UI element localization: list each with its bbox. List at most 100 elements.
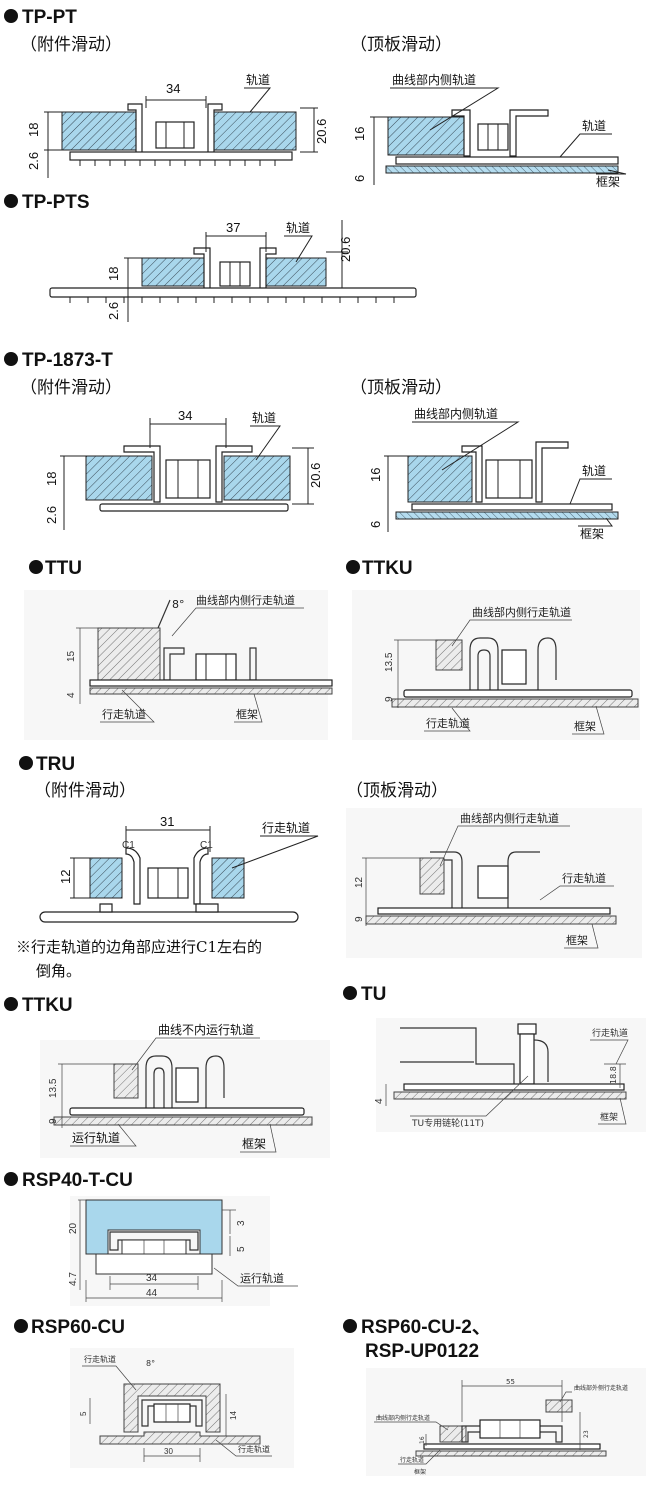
dim-4: 4 (374, 1098, 385, 1104)
dim-34: 34 (166, 81, 180, 96)
frame-label: 框架 (596, 175, 620, 189)
frame-label: 框架 (242, 1137, 266, 1151)
dim-16: 16 (368, 468, 383, 482)
bullet-icon (343, 986, 357, 1000)
chamfer-note-line1: ※行走轨道的边角部应进行C1左右的 (16, 938, 262, 956)
section-title: TTKU (22, 995, 73, 1016)
dim-34: 34 (178, 408, 192, 423)
bullet-icon (4, 1172, 18, 1186)
tru-right-diagram: 曲线部内侧行走轨道 12 9 行走轨道 框架 (346, 808, 642, 958)
bullet-icon (19, 756, 33, 770)
bullet-icon (29, 560, 43, 574)
dim-31: 31 (160, 814, 174, 829)
tp-1873-left-diagram: 34 18 2.6 20.6 轨道 (44, 408, 323, 530)
tp-pt-right-diagram: 16 6 曲线部内侧轨道 轨道 框架 (352, 72, 627, 189)
rail-label: 轨道 (286, 221, 310, 235)
run-rail-label: 行走轨道 (262, 821, 310, 835)
run-rail-label: 行走轨道 (592, 1027, 628, 1039)
dim-3: 3 (236, 1220, 247, 1226)
ttu-diagram: 8° 曲线部内侧行走轨道 15 4 行走轨道 框架 (24, 590, 333, 740)
bullet-icon (4, 194, 18, 208)
bullet-icon (4, 997, 18, 1011)
run-rail-label: 行走轨道 (400, 1456, 424, 1464)
dim-20-6: 20.6 (314, 119, 329, 144)
tp-1873-right-diagram: 16 6 曲线部内侧轨道 轨道 框架 (368, 406, 619, 541)
run-rail-label: 行走轨道 (102, 707, 146, 721)
ttku2-diagram: 曲线不内运行轨道 13.5 9 运行轨道 框架 (40, 1023, 330, 1158)
section-title: TP-1873-T (22, 350, 113, 371)
angle-label: 8° (146, 1359, 155, 1368)
dim-16: 16 (419, 1436, 426, 1444)
inner-run-rail-label: 曲线部内侧行走轨道 (460, 811, 559, 825)
section-title: TU (361, 984, 386, 1005)
section-title: TTU (45, 558, 82, 579)
tu-diagram: 行走轨道 18.8 4 TU专用链轮(11T) 框架 (374, 1018, 646, 1132)
inner-rail-label: 曲线部内侧轨道 (414, 406, 498, 421)
dim-18: 18 (106, 267, 121, 281)
inner-run-rail-label: 曲线不内运行轨道 (158, 1023, 254, 1037)
dim-2-6: 2.6 (44, 506, 59, 524)
sprocket-label: TU专用链轮(11T) (411, 1117, 484, 1129)
ttku-diagram: 曲线部内侧行走轨道 13.5 9 行走轨道 框架 (352, 590, 640, 740)
angle-label: 8° (172, 598, 185, 611)
dim-18-8: 18.8 (609, 1066, 618, 1084)
section-title: TRU (36, 754, 75, 775)
frame-label: 框架 (600, 1111, 618, 1123)
section-title: TP-PTS (22, 192, 90, 213)
inner-run-rail-label: 曲线部内侧行走轨道 (376, 1414, 430, 1422)
section-ttku: TTKU 曲线部内侧行走轨道 13.5 9 行走轨道 框架 (346, 558, 640, 740)
inner-rail-label: 曲线部内侧轨道 (392, 72, 476, 87)
dim-9: 9 (48, 1118, 59, 1124)
section-tru: TRU （附件滑动） （顶板滑动） 31 C1 C1 12 行走轨道 (16, 754, 642, 980)
dim-13-5: 13.5 (48, 1078, 59, 1098)
section-title: TTKU (362, 558, 413, 579)
subtitle-left: （附件滑动） (20, 35, 122, 55)
dim-18: 18 (44, 472, 59, 486)
dim-44: 44 (146, 1288, 158, 1299)
frame-label: 框架 (580, 527, 604, 541)
dim-4: 4 (66, 692, 77, 698)
dim-14: 14 (229, 1411, 238, 1420)
rail-label-right: 轨道 (582, 464, 606, 478)
section-title-2: RSP-UP0122 (365, 1341, 479, 1362)
section-title: TP-PT (22, 7, 77, 28)
section-rsp40-t-cu: RSP40-T-CU 20 4.7 3 5 34 4 (4, 1170, 298, 1306)
frame-label: 框架 (236, 708, 258, 721)
section-ttku-2: TTKU 曲线不内运行轨道 13.5 9 运行轨道 框架 (4, 995, 330, 1158)
subtitle-left: （附件滑动） (34, 781, 136, 801)
dim-6: 6 (368, 521, 383, 528)
rsp40-diagram: 20 4.7 3 5 34 44 运行轨道 (68, 1196, 298, 1306)
dim-2-6: 2.6 (26, 152, 41, 170)
dim-16: 16 (352, 127, 367, 141)
subtitle-right: （顶板滑动） (346, 781, 448, 801)
bullet-icon (14, 1319, 28, 1333)
section-title: RSP60-CU (31, 1317, 125, 1338)
section-title: RSP40-T-CU (22, 1170, 133, 1191)
dim-6: 6 (352, 175, 367, 182)
dim-9-right: 9 (354, 916, 365, 922)
dim-20-6: 20.6 (338, 237, 353, 262)
dim-4-7: 4.7 (68, 1272, 79, 1286)
section-rsp60-cu: RSP60-CU 行走轨道 8° 5 14 30 行走轨道 (14, 1317, 294, 1468)
rail-label: 轨道 (246, 73, 270, 87)
dim-18: 18 (26, 123, 41, 137)
tru-left-diagram: 31 C1 C1 12 行走轨道 (39, 814, 319, 923)
dim-12: 12 (58, 870, 73, 884)
run-rail-label-right: 行走轨道 (562, 871, 606, 885)
section-tp-pts: TP-PTS 37 18 2.6 20.6 轨道 (4, 192, 417, 322)
inner-run-rail-label: 曲线部内侧行走轨道 (196, 593, 295, 607)
inner-run-rail-label: 曲线部内侧行走轨道 (472, 605, 571, 619)
dim-34: 34 (146, 1273, 158, 1284)
outer-run-rail-label: 曲线部外侧行走轨道 (574, 1384, 628, 1392)
frame-label: 框架 (414, 1468, 426, 1476)
dim-13-5: 13.5 (384, 652, 395, 672)
dim-9: 9 (384, 696, 395, 702)
section-title: RSP60-CU-2、 (361, 1317, 491, 1338)
section-tp-pt: TP-PT （附件滑动） （顶板滑动） 34 18 2.6 (4, 7, 627, 189)
rsp60-diagram: 行走轨道 8° 5 14 30 行走轨道 (70, 1348, 294, 1468)
frame-label: 框架 (574, 720, 596, 733)
run-rail-label-top: 行走轨道 (84, 1354, 116, 1364)
frame-label: 框架 (566, 934, 588, 947)
bullet-icon (343, 1319, 357, 1333)
subtitle-right: （顶板滑动） (350, 378, 452, 398)
